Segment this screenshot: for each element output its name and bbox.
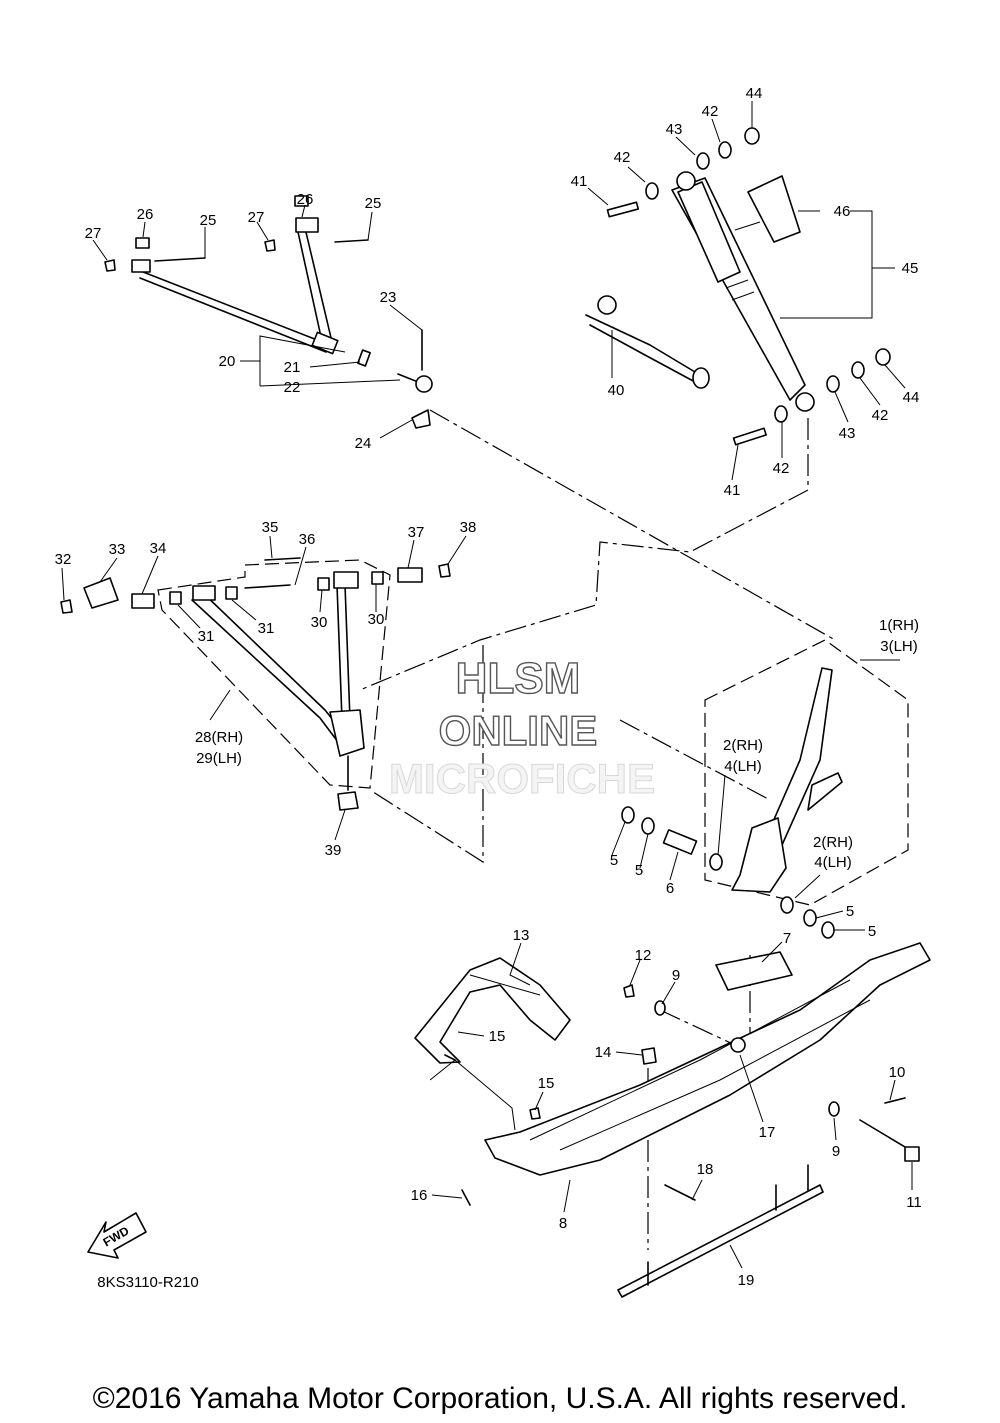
damper-pad [715,951,793,991]
callout-15: 15 [489,1028,506,1045]
figure-code: 8KS3110-R210 [97,1274,198,1291]
callout-4: 4(LH) [814,854,852,871]
callout-18: 18 [697,1161,714,1178]
callout-11: 11 [906,1194,922,1211]
callout-42: 42 [614,149,631,166]
callout-5: 5 [868,923,876,940]
callout-31: 31 [258,620,275,637]
lower-a-arm [60,557,451,811]
callout-9: 9 [832,1143,840,1160]
callout-27: 27 [85,225,102,242]
tie-rod-assembly [104,195,433,429]
callout-32: 32 [55,551,72,568]
callout-17: 17 [759,1124,776,1141]
callout-16: 16 [411,1187,428,1204]
callout-25: 25 [365,195,382,212]
callout-14: 14 [595,1044,612,1061]
callout-26: 26 [297,191,314,208]
callout-5: 5 [635,862,643,879]
callout-5: 5 [610,852,618,869]
shock-hardware [606,127,891,446]
callout-34: 34 [150,540,167,557]
callout-22: 22 [284,379,301,396]
fwd-arrow-icon: FWD [87,1212,147,1259]
callout-26: 26 [137,206,154,223]
callout-15: 15 [538,1075,555,1092]
callout-27: 27 [248,209,265,226]
callout-36: 36 [299,531,316,548]
callout-1: 1(RH) [879,617,919,634]
copyright-notice: ©2016 Yamaha Motor Corporation, U.S.A. A… [93,1382,908,1415]
callout-41: 41 [724,482,741,499]
callout-30: 30 [311,614,328,631]
callout-33: 33 [109,541,126,558]
watermark: HLSM ONLINE MICROFICHE [389,653,656,802]
callout-31: 31 [198,628,215,645]
watermark-line-2: ONLINE [439,707,598,754]
ski-assembly [414,942,931,1298]
callout-43: 43 [839,425,856,442]
callout-44: 44 [903,389,920,406]
callout-44: 44 [746,85,763,102]
callout-46: 46 [834,203,851,220]
callout-19: 19 [738,1272,755,1289]
callout-29: 29(LH) [196,750,242,767]
callout-8: 8 [559,1215,567,1232]
callout-30: 30 [368,611,385,628]
callout-6: 6 [666,880,674,897]
callout-41: 41 [571,173,588,190]
watermark-line-3: MICROFICHE [389,755,655,802]
callout-37: 37 [408,524,425,541]
callout-9: 9 [672,967,680,984]
callout-38: 38 [460,519,477,536]
callout-4: 4(LH) [724,758,762,775]
callout-23: 23 [380,289,397,306]
callout-28: 28(RH) [195,729,243,746]
callout-20: 20 [219,353,236,370]
callout-10: 10 [889,1064,906,1081]
callout-5: 5 [846,903,854,920]
callout-7: 7 [783,930,791,947]
callout-2: 2(RH) [813,834,853,851]
callout-24: 24 [355,435,372,452]
callout-13: 13 [513,927,530,944]
callout-25: 25 [200,212,217,229]
callout-2: 2(RH) [723,737,763,754]
callout-42: 42 [702,103,719,120]
callout-12: 12 [635,947,652,964]
callout-42: 42 [872,407,889,424]
callout-35: 35 [262,519,279,536]
leader-lines [61,101,913,1269]
watermark-line-1: HLSM [456,654,581,703]
callout-42: 42 [773,460,790,477]
callout-21: 21 [284,359,301,376]
callout-43: 43 [666,121,683,138]
callout-45: 45 [902,260,919,277]
spindle-assembly [621,639,909,939]
callout-39: 39 [325,842,342,859]
callout-40: 40 [608,382,625,399]
callout-labels: 44 42 43 42 41 46 45 40 44 42 43 42 41 2… [55,85,922,1289]
shock-cover [747,175,801,243]
shock-absorber [671,171,815,412]
damper-tool [585,295,710,389]
callout-3: 3(LH) [880,638,918,655]
